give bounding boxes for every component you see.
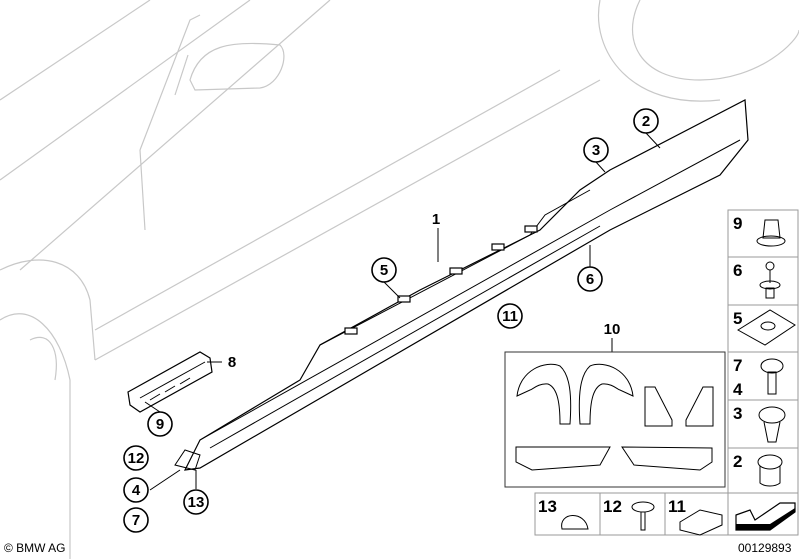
bracket-part-8 [127, 351, 213, 413]
callout-2[interactable]: 2 [633, 108, 659, 134]
parts-bottom-row: 13 12 11 [534, 492, 729, 536]
callout-13[interactable]: 13 [183, 489, 209, 515]
callout-7[interactable]: 7 [123, 507, 149, 533]
svg-text:4: 4 [733, 380, 743, 399]
callout-1[interactable]: 1 [432, 211, 440, 228]
svg-text:7: 7 [733, 356, 742, 375]
callout-11[interactable]: 11 [497, 303, 523, 329]
clip-holders [344, 225, 538, 335]
svg-text:10: 10 [604, 321, 621, 338]
svg-text:11: 11 [502, 308, 518, 325]
parts-column: 9 6 5 7 4 3 2 [727, 209, 799, 536]
svg-text:12: 12 [128, 450, 145, 467]
part-box-5[interactable]: 5 [727, 304, 799, 353]
svg-text:6: 6 [733, 261, 742, 280]
svg-text:8: 8 [228, 354, 236, 371]
svg-text:3: 3 [733, 404, 742, 423]
svg-text:9: 9 [156, 416, 164, 433]
callout-10[interactable]: 10 [604, 321, 621, 338]
svg-text:3: 3 [592, 142, 600, 159]
leader-lines [144, 132, 661, 491]
callout-4[interactable]: 4 [123, 477, 149, 503]
arrow-icon-box[interactable] [727, 492, 799, 536]
callout-9[interactable]: 9 [147, 411, 173, 437]
svg-text:2: 2 [642, 113, 650, 130]
svg-text:5: 5 [380, 262, 388, 279]
image-number: 00129893 [738, 541, 792, 555]
part-box-11[interactable]: 11 [664, 492, 729, 536]
svg-text:6: 6 [586, 271, 594, 288]
part-box-3[interactable]: 3 [727, 399, 799, 449]
callout-5[interactable]: 5 [371, 257, 397, 283]
svg-text:1: 1 [432, 211, 440, 228]
svg-text:4: 4 [132, 482, 141, 499]
callout-12[interactable]: 12 [123, 445, 149, 471]
callout-3[interactable]: 3 [583, 137, 609, 163]
svg-text:2: 2 [733, 452, 742, 471]
svg-text:11: 11 [668, 497, 686, 516]
copyright-text: © BMW AG [4, 541, 66, 555]
svg-text:13: 13 [538, 497, 557, 516]
callout-8[interactable]: 8 [228, 354, 236, 371]
svg-text:13: 13 [188, 494, 205, 511]
svg-text:12: 12 [603, 497, 622, 516]
parts-set-10-box [504, 351, 726, 488]
svg-text:5: 5 [733, 309, 742, 328]
part-box-13[interactable]: 13 [534, 492, 601, 536]
part-box-9[interactable]: 9 [727, 209, 799, 258]
callout-6[interactable]: 6 [577, 266, 603, 292]
svg-text:9: 9 [733, 214, 742, 233]
part-box-12[interactable]: 12 [599, 492, 666, 536]
svg-text:7: 7 [132, 512, 140, 529]
part-box-2[interactable]: 2 [727, 447, 799, 494]
part-box-6[interactable]: 6 [727, 256, 799, 306]
side-skirt-part [174, 99, 749, 471]
part-box-7-4[interactable]: 7 4 [727, 351, 799, 401]
